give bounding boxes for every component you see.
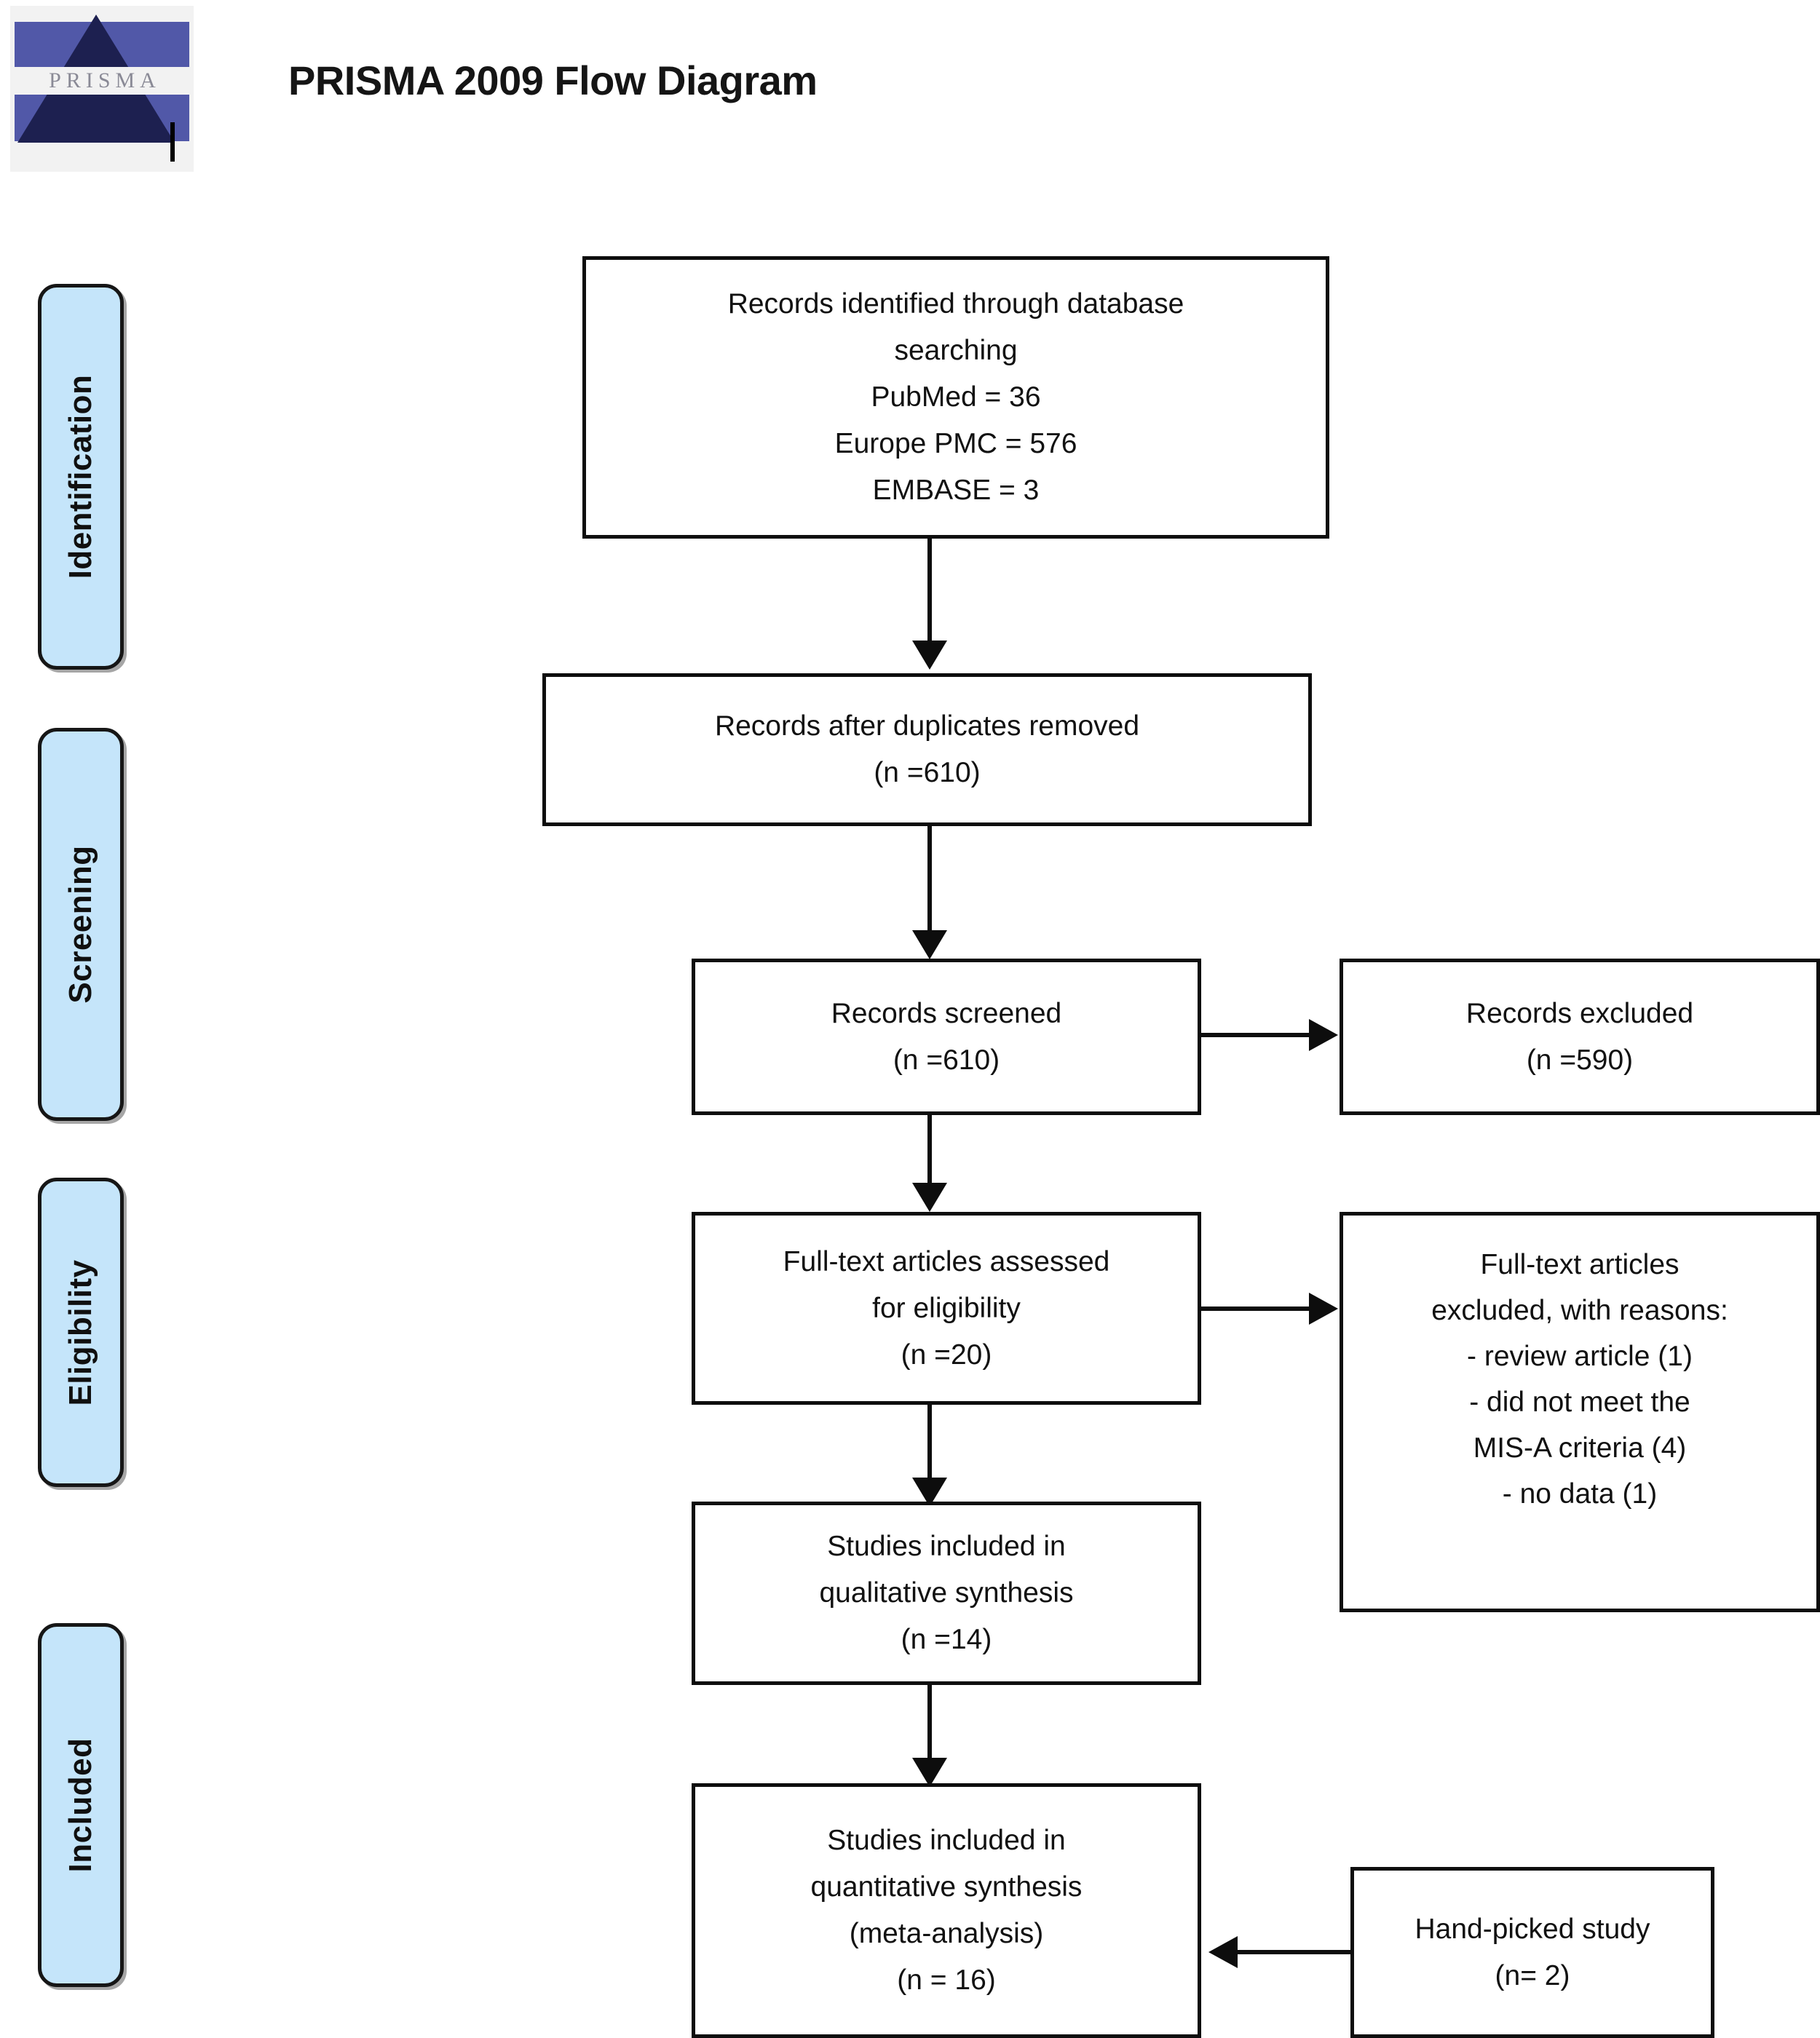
stage-label-included-text: Included xyxy=(63,1737,98,1873)
box-line: Studies included in xyxy=(827,1825,1066,1856)
box-line: (n =20) xyxy=(901,1339,992,1371)
box-line: (n = 16) xyxy=(897,1964,996,1996)
connector-line xyxy=(1238,1950,1350,1954)
arrow-down-icon xyxy=(912,1183,947,1212)
arrow-down-icon xyxy=(912,641,947,670)
box-fulltext-assessed: Full-text articles assessed for eligibil… xyxy=(692,1212,1201,1405)
box-records-screened: Records screened (n =610) xyxy=(692,959,1201,1115)
stage-label-screening: Screening xyxy=(38,728,124,1121)
box-fulltext-excluded-reasons: Full-text articles excluded, with reason… xyxy=(1340,1212,1820,1612)
box-records-excluded: Records excluded (n =590) xyxy=(1340,959,1820,1115)
stage-label-identification-text: Identification xyxy=(63,374,98,579)
box-line: - did not meet the xyxy=(1469,1387,1690,1418)
connector-line xyxy=(927,826,932,932)
box-line: PubMed = 36 xyxy=(871,381,1041,413)
box-line: Records after duplicates removed xyxy=(714,710,1140,742)
logo-wordmark: PRISMA xyxy=(49,68,161,92)
box-line: Hand-picked study xyxy=(1415,1913,1650,1945)
box-line: qualitative synthesis xyxy=(819,1577,1074,1609)
connector-line xyxy=(927,1115,932,1184)
arrow-left-icon xyxy=(1208,1936,1238,1968)
box-line: - no data (1) xyxy=(1502,1478,1658,1510)
box-line: (n =590) xyxy=(1526,1044,1634,1076)
box-line: (meta-analysis) xyxy=(849,1918,1044,1949)
stage-label-screening-text: Screening xyxy=(63,845,98,1004)
connector-line xyxy=(927,1405,932,1480)
box-line: quantitative synthesis xyxy=(810,1871,1083,1903)
box-line: (n= 2) xyxy=(1495,1959,1570,1991)
connector-line xyxy=(1201,1307,1310,1311)
box-records-after-duplicates: Records after duplicates removed (n =610… xyxy=(542,673,1312,826)
prisma-logo: PRISMA xyxy=(10,6,194,172)
box-records-identified: Records identified through database sear… xyxy=(582,256,1329,539)
box-line: for eligibility xyxy=(872,1292,1021,1324)
stage-label-included: Included xyxy=(38,1623,124,1987)
arrow-right-icon xyxy=(1309,1019,1338,1051)
arrow-down-icon xyxy=(912,930,947,959)
connector-line xyxy=(927,1685,932,1761)
box-line: Full-text articles xyxy=(1480,1249,1679,1280)
arrow-right-icon xyxy=(1309,1293,1338,1325)
box-line: (n =14) xyxy=(901,1624,992,1655)
box-line: - review article (1) xyxy=(1467,1341,1693,1372)
box-line: Records excluded xyxy=(1465,997,1694,1029)
logo-band-white xyxy=(10,67,194,95)
box-line: MIS-A criteria (4) xyxy=(1473,1432,1687,1464)
arrow-down-icon xyxy=(912,1758,947,1787)
box-line: Studies included in xyxy=(827,1531,1066,1562)
stage-label-identification: Identification xyxy=(38,284,124,670)
logo-tick-mark xyxy=(170,122,175,162)
stage-label-eligibility-text: Eligibility xyxy=(63,1258,98,1406)
connector-line xyxy=(1201,1033,1310,1037)
box-line: (n =610) xyxy=(893,1044,1000,1076)
box-quantitative-synthesis: Studies included in quantitative synthes… xyxy=(692,1783,1201,2038)
box-line: searching xyxy=(894,335,1018,366)
box-line: Full-text articles assessed xyxy=(783,1245,1110,1277)
box-qualitative-synthesis: Studies included in qualitative synthesi… xyxy=(692,1502,1201,1685)
box-hand-picked-study: Hand-picked study (n= 2) xyxy=(1350,1867,1714,2038)
page-title: PRISMA 2009 Flow Diagram xyxy=(288,58,818,103)
box-line: excluded, with reasons: xyxy=(1431,1295,1728,1326)
box-line: Records screened xyxy=(831,997,1062,1029)
box-line: EMBASE = 3 xyxy=(872,475,1040,506)
stage-label-eligibility: Eligibility xyxy=(38,1178,124,1487)
box-line: (n =610) xyxy=(874,757,981,788)
box-line: Europe PMC = 576 xyxy=(834,428,1077,459)
connector-line xyxy=(927,539,932,642)
box-line: Records identified through database xyxy=(727,288,1184,320)
